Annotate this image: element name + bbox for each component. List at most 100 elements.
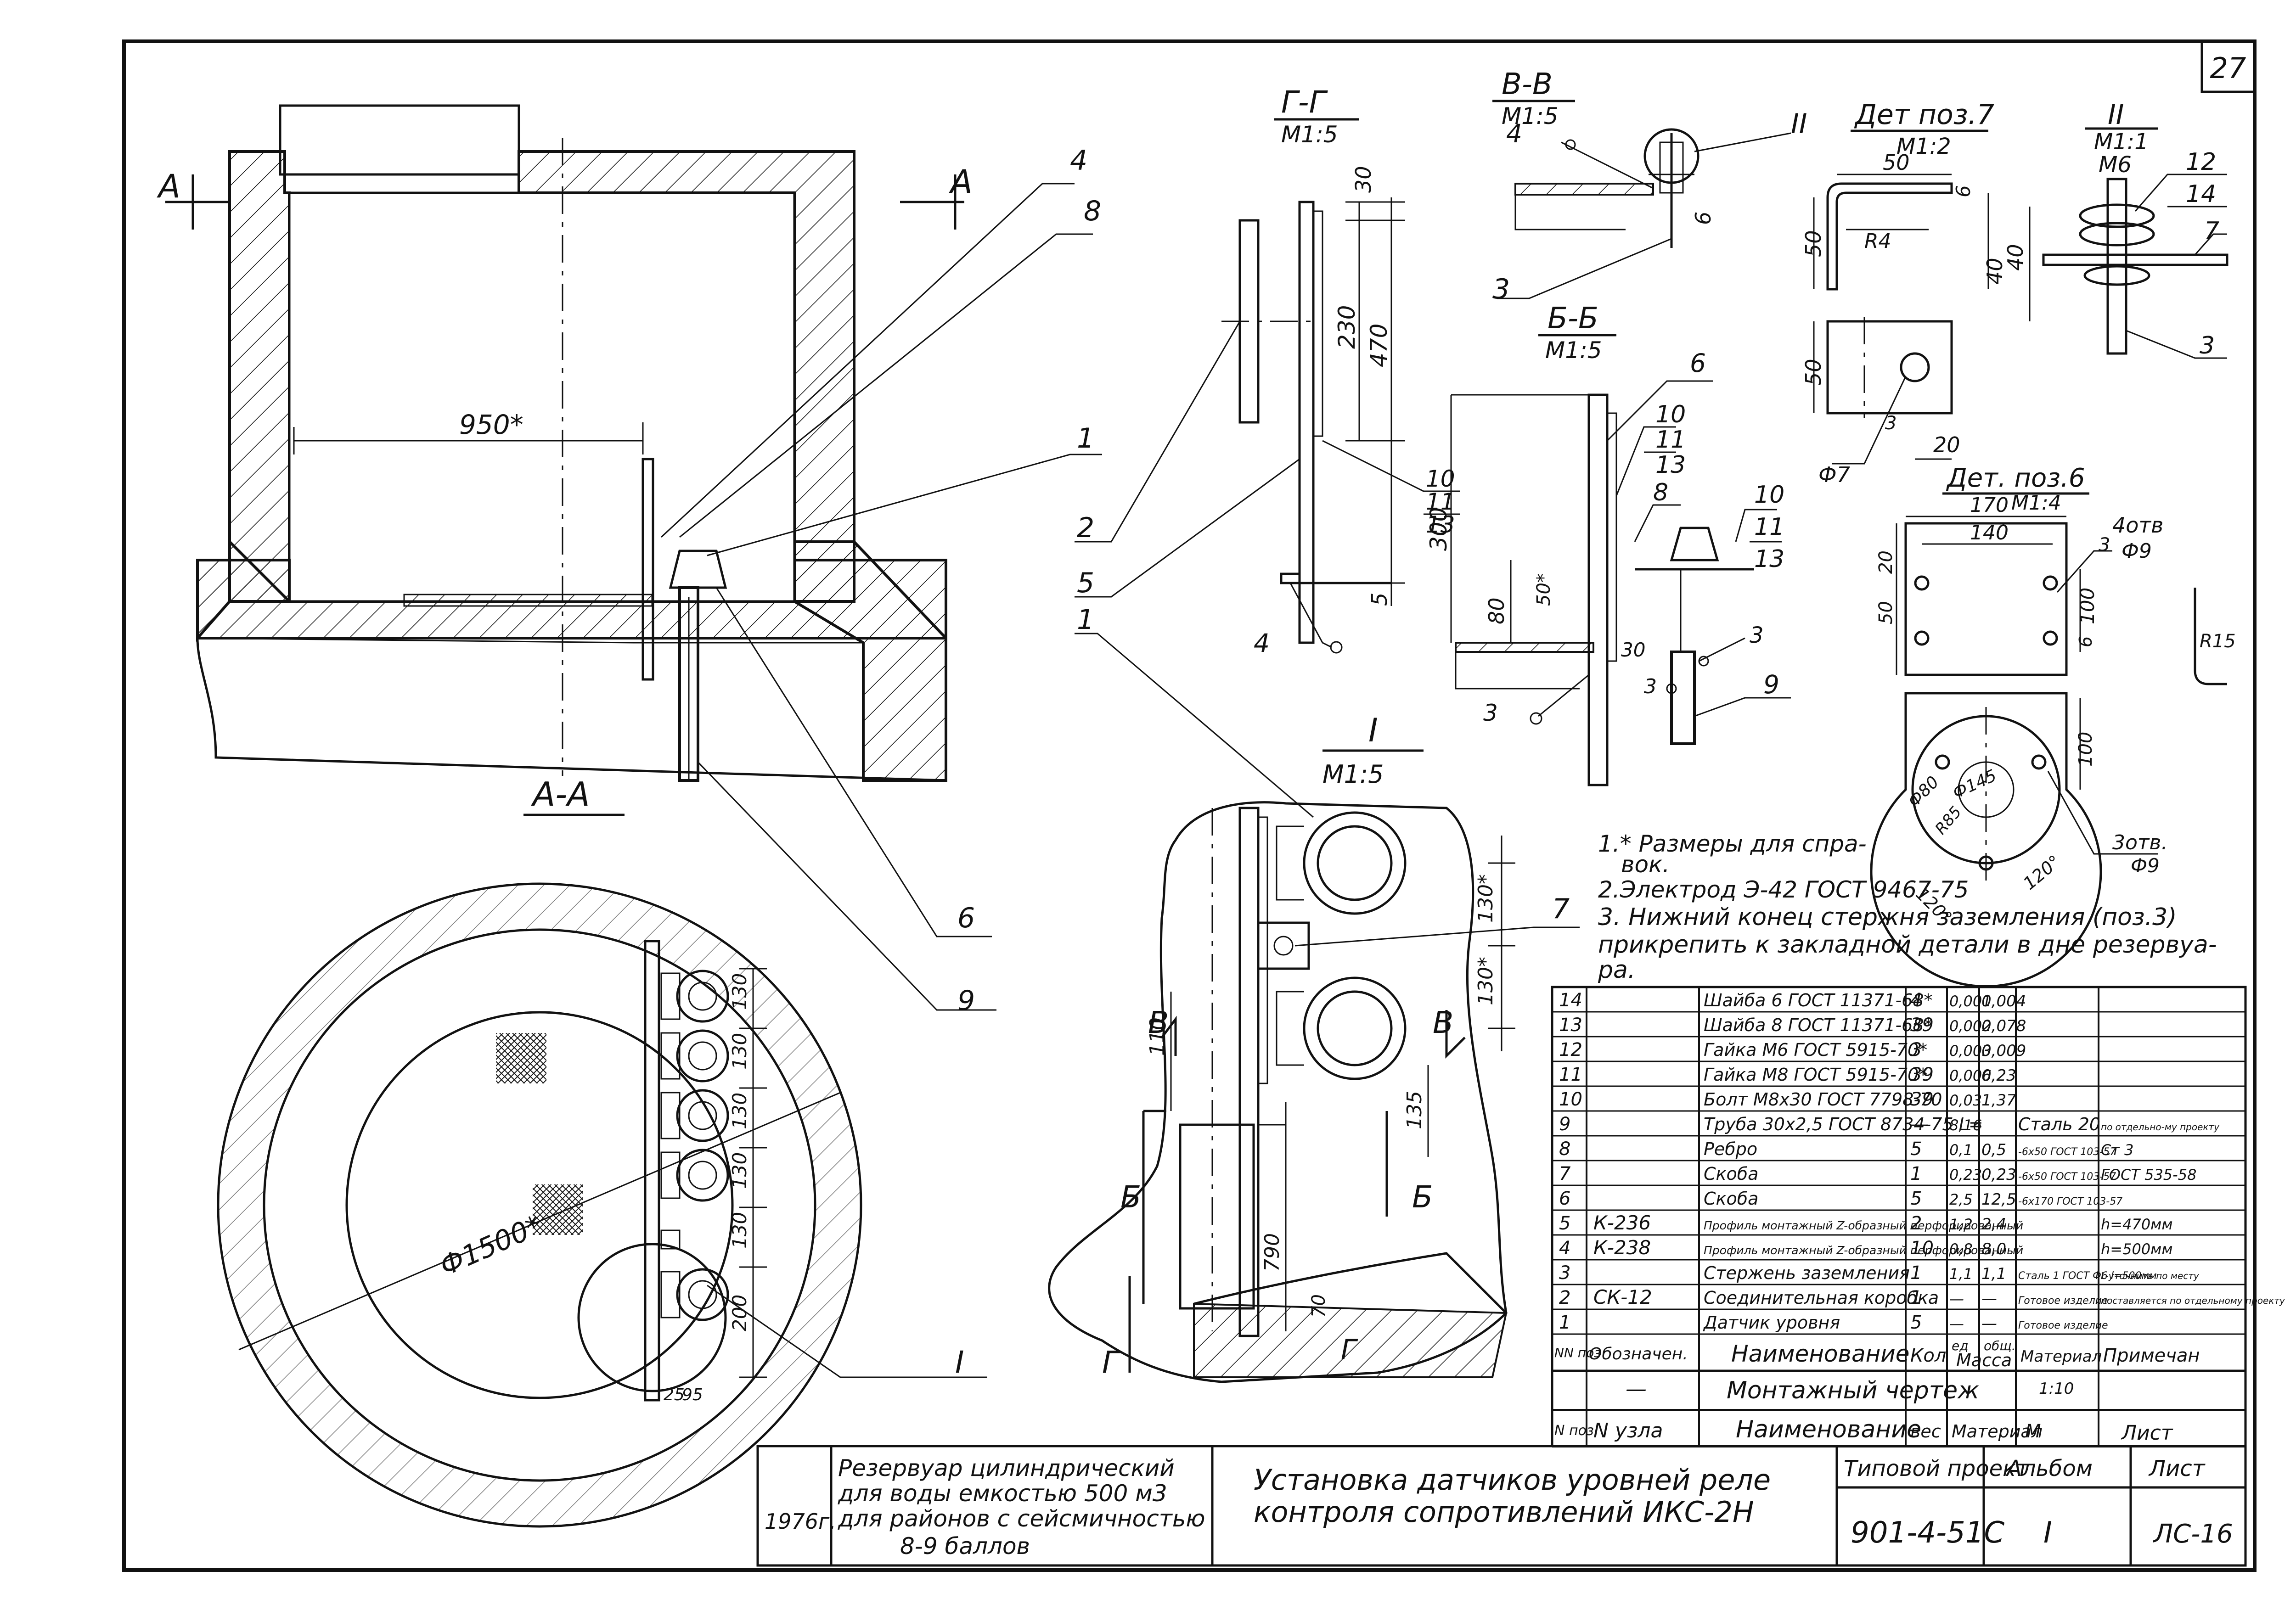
spec-row-mass-unit: 0,002 [1949, 1017, 1992, 1035]
det7-r4: R4 [1864, 230, 1891, 253]
node-i-cut-v-left: В [1148, 1005, 1169, 1040]
album-label: Альбом [2005, 1456, 2093, 1481]
plan-sensor-4 [676, 1149, 729, 1202]
section-gg-title: Г-Г [1281, 84, 1328, 120]
callout-6: 6 [957, 902, 975, 934]
gg-dim-30: 30 [1351, 166, 1376, 193]
det7-profile [1826, 182, 1953, 291]
callout-1: 1 [1077, 422, 1094, 454]
node-header-sheet: Лист [2121, 1421, 2173, 1445]
det6-dim-100a: 100 [2076, 588, 2099, 624]
node-i-cut-g-left: Г [1102, 1345, 1121, 1380]
spec-header-mark: Обозначен. [1589, 1345, 1688, 1363]
spec-header-note: Примечан [2103, 1345, 2200, 1366]
section-g-g: Г-Г М1:5 30 230 470 5 4 10 11 13 2 5 [1075, 84, 1460, 658]
det7-scale: М1:2 [1896, 134, 1951, 159]
sensor-bracket [642, 458, 654, 681]
typ-project-label: Типовой проект [1844, 1456, 2030, 1481]
spec-row-pos: 11 [1559, 1064, 1582, 1085]
bb-callout-11b: 11 [1754, 513, 1784, 541]
dim-950: 950* [459, 409, 523, 440]
spec-row-qty: 5 [1910, 1312, 1922, 1333]
det6-title: Дет. поз.6 [1946, 463, 2085, 493]
gg-callout-11: 11 [1426, 488, 1455, 515]
node-i-bracket-7 [1257, 921, 1310, 970]
gg-callout-4: 4 [1254, 628, 1270, 658]
node-i-callout-7: 7 [1552, 893, 1570, 925]
drawing-line-2: контроля сопротивлений ИКС-2Н [1254, 1495, 1754, 1529]
hatch-circle [577, 1243, 727, 1392]
sheet-number: 27 [2210, 51, 2246, 85]
node-row-name: Монтажный чертеж [1727, 1377, 1979, 1404]
det6-dim-20: 20 [1875, 550, 1896, 574]
node-ii-title: II [2108, 99, 2124, 131]
det7-dim-40: 40 [1982, 258, 2007, 285]
spec-row-mass-total: 0,23 [1981, 1066, 2016, 1085]
node-ii-callout-12: 12 [2186, 148, 2216, 176]
plan-sensor-3 [676, 1089, 729, 1142]
spec-header-mass: Масса [1956, 1350, 2012, 1370]
spec-row-material: Сталь 20 [2018, 1114, 2100, 1134]
plan-sensors [660, 970, 729, 1321]
gg-callout-10: 10 [1426, 466, 1455, 492]
spec-row-material: Готовое изделие [2018, 1295, 2108, 1307]
vv-dim-6: 6 [1691, 212, 1716, 225]
spec-row-note: h=470мм [2101, 1216, 2172, 1233]
det6-angle-b: 120° [2020, 851, 2065, 894]
callout-4: 4 [1070, 145, 1087, 177]
det6-phi9a: Ф9 [2122, 539, 2152, 563]
sheet-number-box [2200, 40, 2256, 93]
det6-phi9b: Ф9 [2131, 854, 2160, 877]
node-i-dim-130b: 130* [1474, 957, 1497, 1005]
spec-row-mass-unit: 2,5 [1949, 1191, 1973, 1208]
node-i-cut-b-left: Б [1120, 1179, 1141, 1215]
note-line-5: прикрепить к закладной детали в дне резе… [1598, 931, 2217, 959]
left-foundation [196, 559, 291, 642]
callout-2: 2 [1077, 512, 1094, 544]
project-line-2: для воды емкостью 500 м3 [838, 1480, 1167, 1507]
node-i-callout-1: 1 [1077, 604, 1094, 636]
spec-row-pos: 2 [1559, 1287, 1570, 1308]
det7-dim-50a: 50 [1883, 150, 1910, 175]
bb-callout-13b: 13 [1754, 545, 1784, 573]
spec-row-name: Гайка М8 ГОСТ 5915-70* [1704, 1065, 1927, 1085]
section-bb-scale: М1:5 [1545, 337, 1602, 364]
node-ii-dim-40: 40 [2003, 244, 2028, 271]
spec-row-name: Ребро [1704, 1139, 1757, 1159]
section-bb-title: Б-Б [1548, 302, 1598, 336]
node-ii: II М1:1 М6 40 12 14 7 3 [2003, 99, 2228, 359]
node-i-sensor-2 [1303, 976, 1407, 1080]
spec-row-pos: 12 [1559, 1039, 1582, 1060]
spec-header-name: Наименование [1731, 1341, 1910, 1367]
spec-row-qty: 1 [1910, 1163, 1922, 1184]
spec-row-qty: — [1910, 1114, 1929, 1135]
section-gg-scale: М1:5 [1281, 121, 1338, 148]
node-header-pos: N поз [1554, 1423, 1594, 1439]
spec-row-mass-unit: — [1949, 1315, 1964, 1332]
plan-dim-5: 130 [728, 1212, 751, 1249]
node-i-dim-130a: 130* [1474, 874, 1497, 923]
spec-row-qty: 10 [1910, 1238, 1934, 1259]
spec-row-name: Профиль монтажный Z-образный перфорирова… [1704, 1244, 2023, 1257]
bb-callout-6: 6 [1690, 348, 1706, 378]
det6-r15: R15 [2200, 631, 2236, 652]
spec-row-name: Датчик уровня [1703, 1313, 1840, 1333]
spec-row-qty: 1 [1910, 1262, 1922, 1284]
spec-row-mark: СК-12 [1593, 1286, 1652, 1308]
node-row-scale: 1:10 [2039, 1380, 2074, 1398]
bb-callout-8: 8 [1653, 479, 1668, 506]
spec-header-pos: NN поз [1554, 1345, 1601, 1360]
spec-row-name: Шайба 8 ГОСТ 11371-68* [1704, 1015, 1933, 1035]
tank-section: 950* А А 4 8 1 6 9 [157, 104, 1102, 1017]
det6-phi80: Ф80 [1904, 773, 1942, 811]
notes: 1.* Размеры для спра- вок. 2.Электрод Э-… [1598, 830, 2217, 984]
bb-dim-50: 50* [1533, 573, 1554, 606]
spec-row-mass-unit: 1,2 [1949, 1216, 1973, 1233]
note-line-1: 1.* Размеры для спра- [1598, 830, 1867, 857]
spec-row-mass-total: 12,5 [1981, 1190, 2016, 1209]
plan-sensor-5 [676, 1268, 729, 1321]
gg-dim-470: 470 [1366, 324, 1392, 367]
section-vv-scale: М1:5 [1502, 103, 1559, 129]
spec-row-mass-unit: 0,003 [1949, 1042, 1992, 1060]
node-i-junction-box [1179, 1123, 1255, 1310]
